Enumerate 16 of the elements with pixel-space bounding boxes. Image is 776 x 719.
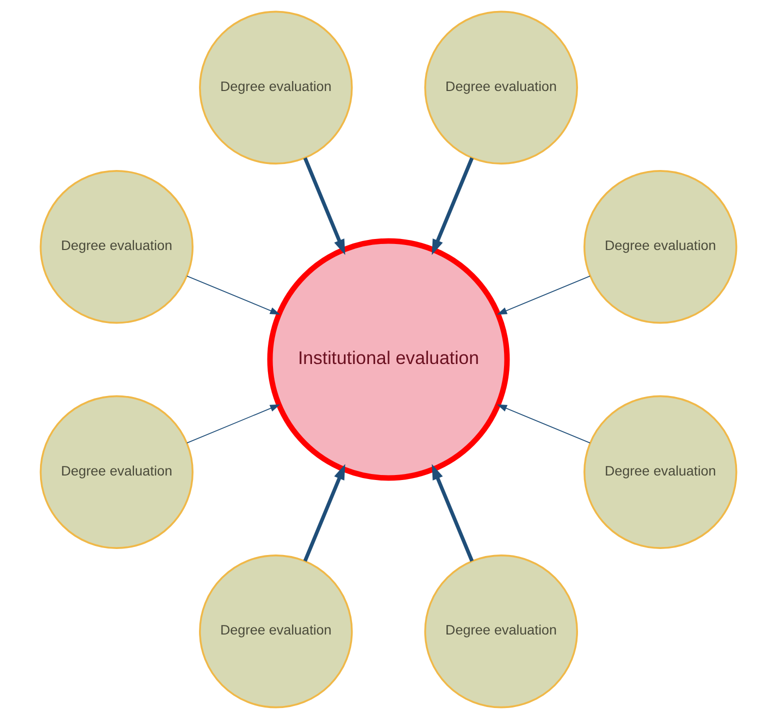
node-circle: Degree evaluation bbox=[39, 170, 193, 324]
node-circle: Degree evaluation bbox=[583, 395, 737, 549]
node-circle: Degree evaluation bbox=[583, 170, 737, 324]
node-circle: Degree evaluation bbox=[39, 395, 193, 549]
arrow bbox=[186, 276, 280, 315]
node-circle: Degree evaluation bbox=[424, 554, 578, 708]
arrow bbox=[302, 464, 345, 562]
arrow bbox=[496, 276, 590, 315]
arrow bbox=[186, 404, 280, 444]
node-circle: Degree evaluation bbox=[198, 554, 352, 708]
arrow bbox=[431, 464, 474, 562]
node-circle: Degree evaluation bbox=[424, 10, 578, 164]
node-circle: Degree evaluation bbox=[198, 10, 352, 164]
arrow bbox=[431, 157, 474, 255]
arrow bbox=[302, 157, 345, 255]
arrow bbox=[496, 404, 590, 444]
